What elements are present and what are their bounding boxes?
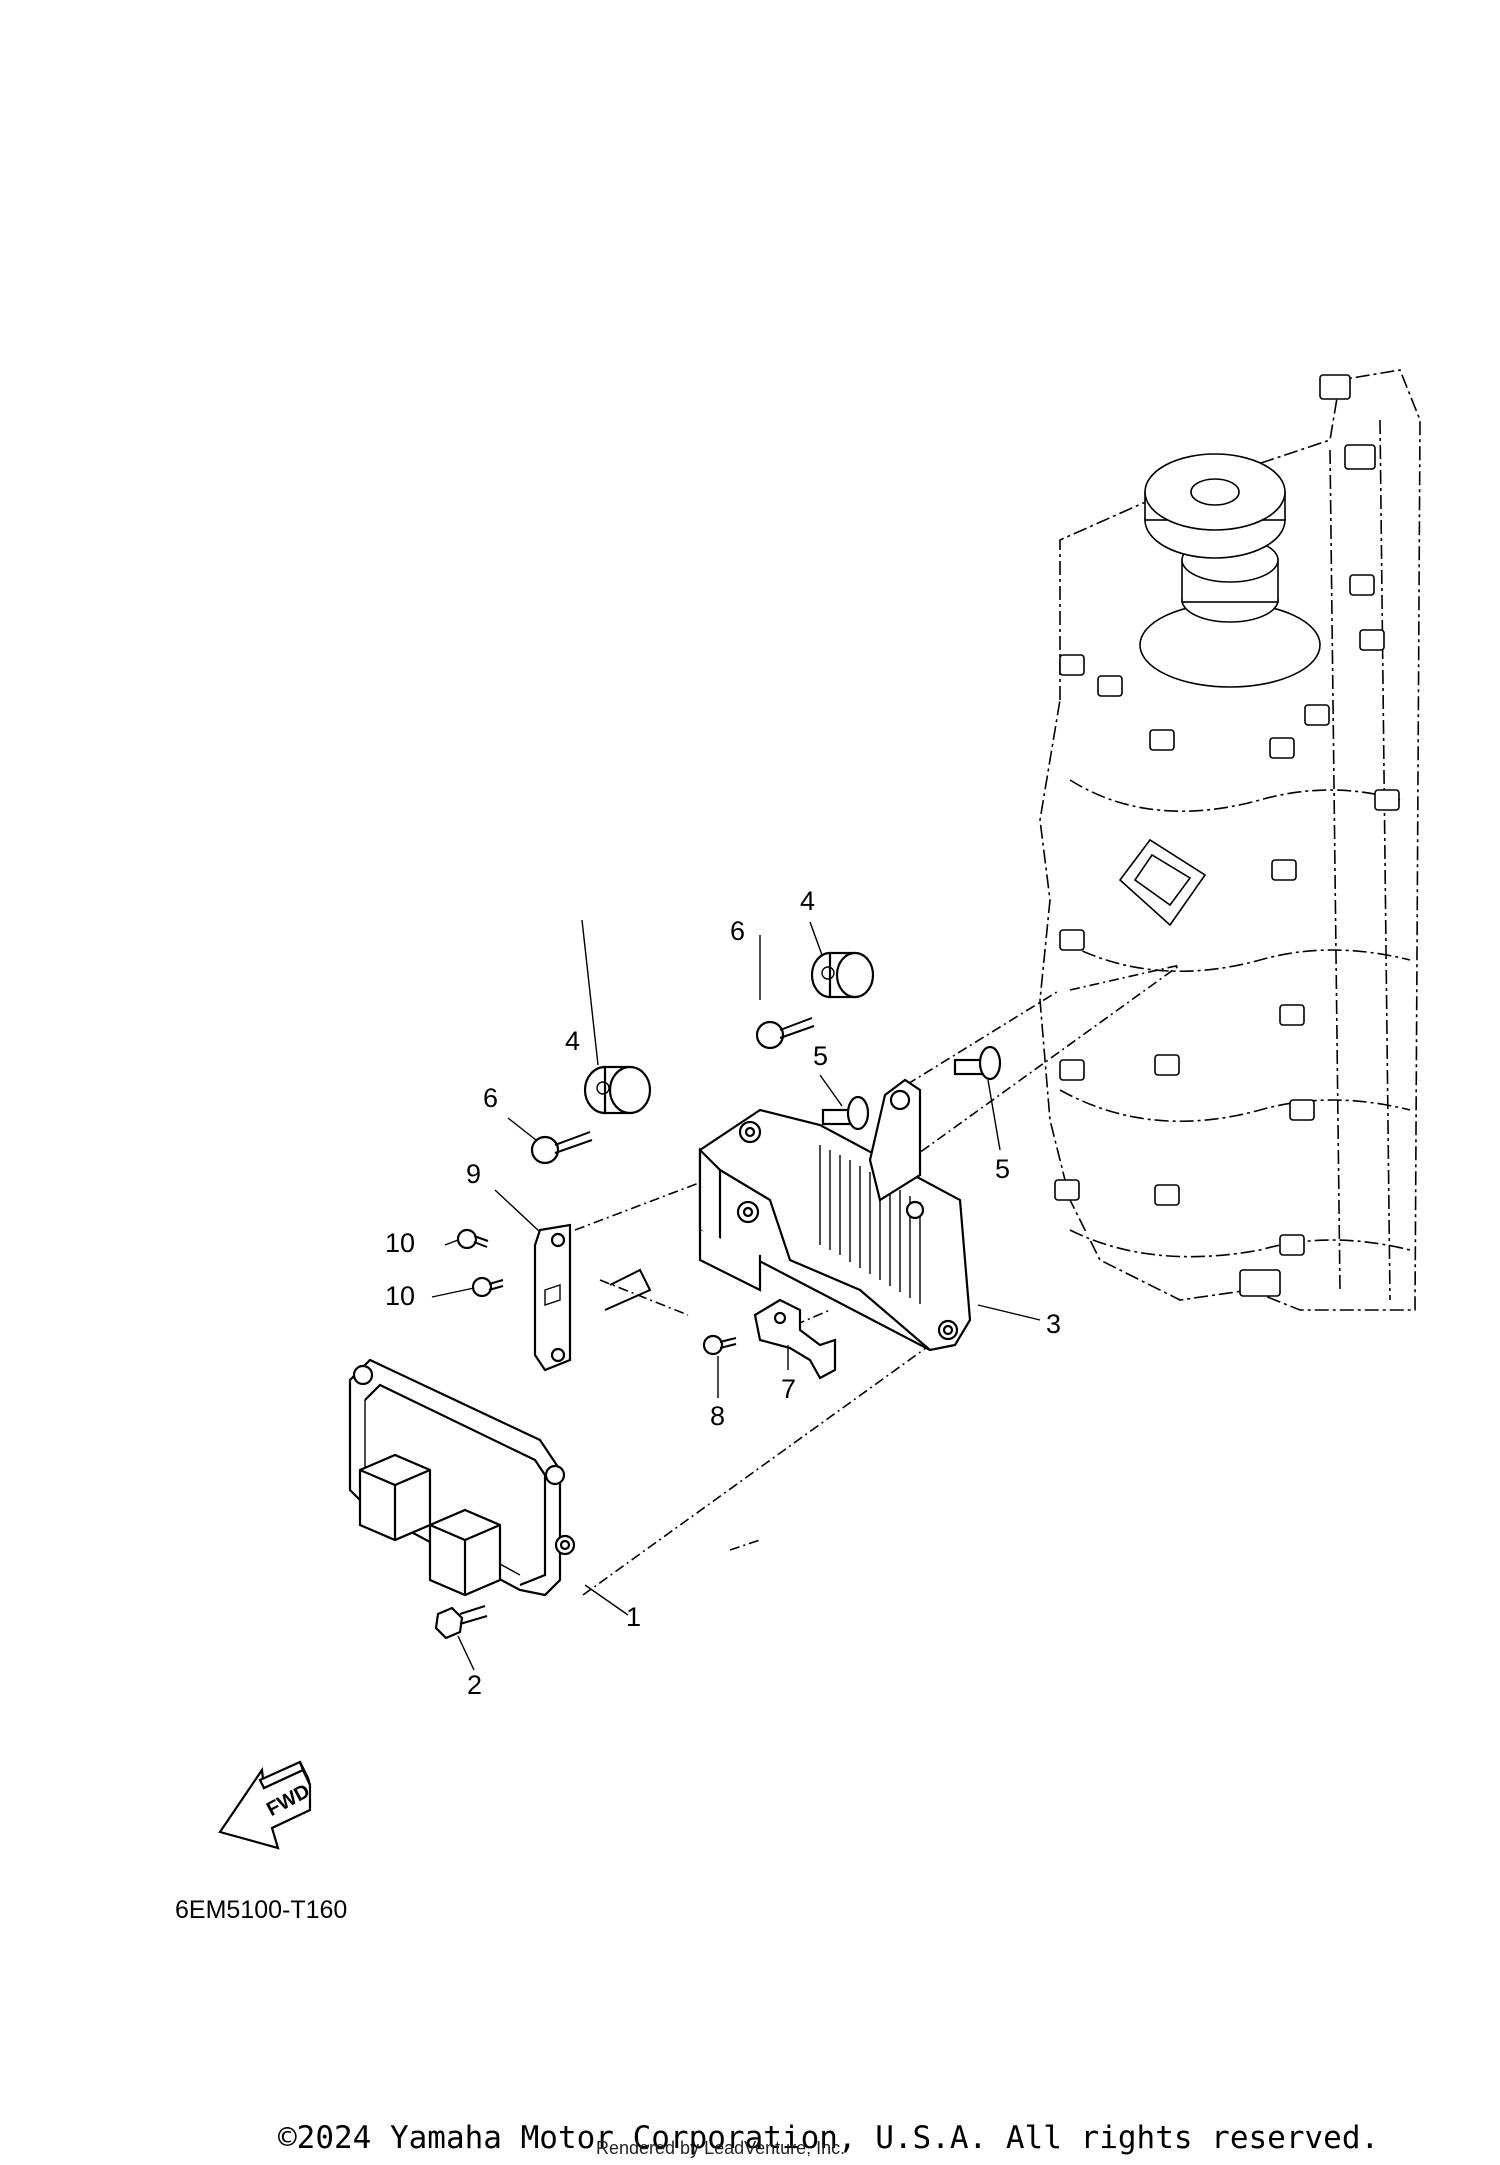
callout-10-lower: 10 bbox=[385, 1281, 415, 1311]
callout-9: 9 bbox=[466, 1159, 481, 1189]
copyright-notice: ©2024 Yamaha Motor Corporation, U.S.A. A… bbox=[278, 2120, 1380, 2156]
part-6-bolt-lower bbox=[530, 1131, 593, 1165]
part-4-grommet-upper bbox=[810, 951, 875, 999]
part-7-clip bbox=[753, 1298, 837, 1380]
callout-2: 2 bbox=[467, 1670, 482, 1700]
fwd-arrow: FWD bbox=[218, 1760, 314, 1850]
engine-block bbox=[1039, 369, 1421, 1311]
part-1-ecu bbox=[348, 1358, 576, 1597]
part-5-collar-right bbox=[953, 1045, 1002, 1081]
callout-8: 8 bbox=[710, 1401, 725, 1431]
callout-4-lower: 4 bbox=[565, 1026, 580, 1056]
diagram-code: 6EM5100-T160 bbox=[175, 1896, 348, 1924]
part-10-screw-upper bbox=[456, 1228, 489, 1250]
part-2-bolt bbox=[434, 1605, 488, 1640]
callout-1: 1 bbox=[626, 1602, 641, 1632]
part-8-screw bbox=[702, 1334, 737, 1356]
callout-6-upper: 6 bbox=[730, 916, 745, 946]
callout-6-lower: 6 bbox=[483, 1083, 498, 1113]
part-4-grommet-lower bbox=[583, 1065, 652, 1115]
callout-5-left: 5 bbox=[813, 1041, 828, 1071]
callout-5-right: 5 bbox=[995, 1154, 1010, 1184]
callout-7: 7 bbox=[781, 1374, 796, 1404]
part-5-collar-left bbox=[821, 1095, 870, 1131]
part-9-plate bbox=[533, 1223, 572, 1372]
callout-4-upper: 4 bbox=[800, 886, 815, 916]
rendered-by-notice: Rendered by LeadVenture, Inc. bbox=[596, 2138, 846, 2158]
part-3-bracket bbox=[698, 1078, 972, 1352]
callout-leaders bbox=[431, 919, 1041, 1671]
part-10-screw-lower bbox=[471, 1276, 504, 1298]
part-6-bolt-upper bbox=[755, 1017, 815, 1050]
callout-numbers: 1 2 3 4 4 5 5 6 6 7 8 9 10 10 bbox=[385, 886, 1061, 1700]
callout-3: 3 bbox=[1046, 1309, 1061, 1339]
callout-10-upper: 10 bbox=[385, 1228, 415, 1258]
